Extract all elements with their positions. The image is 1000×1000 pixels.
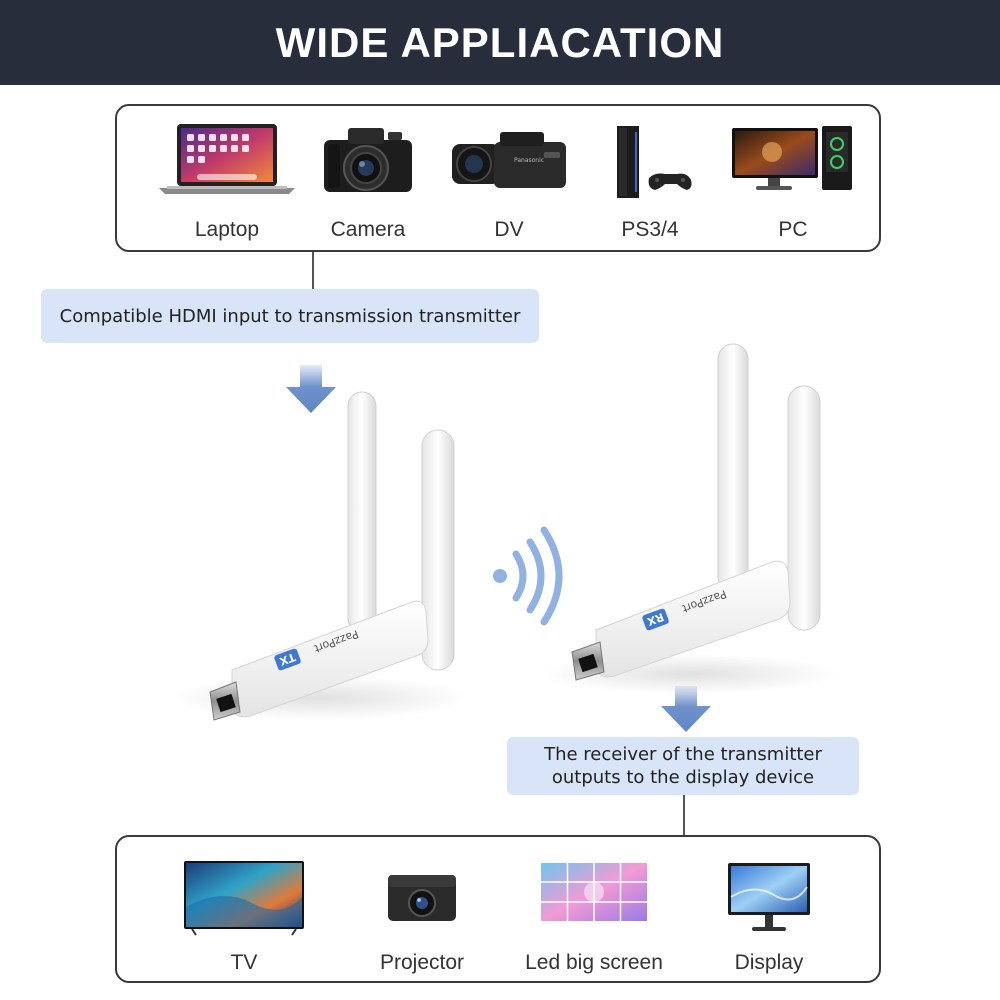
- tx-badge-text: TX: [277, 650, 297, 668]
- projector-icon: [388, 875, 456, 921]
- rx-body: [595, 560, 791, 678]
- camcorder-icon: Panasonic: [452, 132, 566, 188]
- input-down-arrow-icon: [286, 365, 336, 413]
- output-callout-line1: The receiver of the transmitter: [544, 744, 822, 765]
- desktop-pc-icon: [732, 126, 852, 190]
- input-connector-line: [312, 252, 314, 290]
- rx-badge: [642, 608, 669, 631]
- output-connector-line: [683, 795, 685, 835]
- svg-text:Panasonic: Panasonic: [514, 157, 544, 164]
- tx-antenna-right: [421, 429, 455, 671]
- tx-antenna-left: [347, 391, 377, 633]
- input-label-dv: DV: [494, 218, 524, 241]
- page-title: WIDE APPLIACATION: [275, 18, 725, 66]
- input-device-pc: PC: [718, 122, 868, 241]
- output-label-led: Led big screen: [525, 951, 663, 974]
- input-device-camera: Camera: [293, 122, 443, 241]
- output-device-led: Led big screen: [519, 857, 669, 974]
- output-label-display: Display: [734, 951, 804, 974]
- output-down-arrow-icon: [661, 686, 711, 732]
- tx-body: [231, 600, 429, 718]
- led-wall-icon: [541, 863, 647, 921]
- output-device-tv: TV: [169, 857, 319, 974]
- output-device-display: Display: [694, 857, 844, 974]
- game-console-icon: [617, 126, 692, 198]
- input-callout: Compatible HDMI input to transmission tr…: [41, 289, 539, 343]
- monitor-icon: [728, 863, 810, 931]
- wireless-signal-icon: [493, 526, 563, 626]
- receiver-dongle: RX PazzPort: [540, 343, 840, 694]
- input-device-laptop: Laptop: [152, 122, 302, 241]
- input-label-ps: PS3/4: [621, 218, 679, 241]
- input-label-camera: Camera: [330, 218, 406, 241]
- input-label-laptop: Laptop: [194, 218, 260, 241]
- input-callout-text: Compatible HDMI input to transmission tr…: [59, 305, 521, 327]
- camera-icon: [324, 128, 412, 192]
- rx-badge-text: RX: [645, 610, 666, 628]
- tv-icon: [184, 861, 304, 936]
- output-devices-panel: TV Projector Led big screen: [115, 835, 881, 983]
- dongle-scene: TX PazzPort RX PazzPort: [170, 343, 840, 721]
- header-banner: WIDE APPLIACATION: [0, 0, 1000, 85]
- laptop-icon: [159, 124, 295, 194]
- output-label-projector: Projector: [379, 951, 465, 974]
- output-label-tv: TV: [230, 951, 258, 974]
- output-callout-line2: outputs to the display device: [551, 767, 815, 788]
- input-devices-panel: Laptop Camera Panasonic DV: [115, 104, 881, 252]
- input-label-pc: PC: [778, 218, 808, 241]
- rx-antenna-left: [717, 343, 749, 593]
- tx-badge: [274, 648, 301, 671]
- transmitter-dongle: TX PazzPort: [170, 391, 470, 721]
- output-callout: The receiver of the transmitter outputs …: [507, 737, 859, 795]
- output-device-projector: Projector: [347, 867, 497, 974]
- rx-antenna-right: [787, 385, 821, 631]
- input-device-dv: Panasonic DV: [434, 122, 584, 241]
- input-device-ps: PS3/4: [575, 122, 725, 241]
